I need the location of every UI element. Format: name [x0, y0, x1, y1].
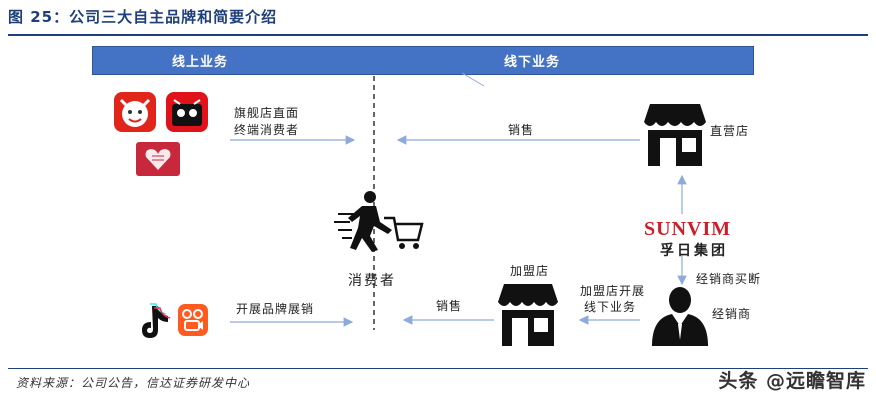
franchise-dev-line2: 线下业务: [584, 300, 637, 314]
jd-icon: [114, 92, 156, 132]
store-icon: [498, 284, 558, 346]
source-note: 资料来源：公司公告，信达证券研发中心: [16, 376, 251, 390]
franchise-label: 加盟店: [510, 264, 550, 278]
business-band: [92, 46, 754, 75]
consumer-label: 消费者: [348, 273, 396, 289]
flagship-label-line1: 旗舰店直面: [234, 106, 300, 120]
sales-label-top: 销售: [508, 123, 535, 137]
franchise-dev-line1: 加盟店开展: [580, 284, 646, 298]
flagship-label-line2: 终端消费者: [234, 123, 300, 137]
title-rule: [8, 34, 868, 36]
brand-logo-cn: 孚日集团: [660, 243, 728, 259]
sales-label-bottom: 销售: [436, 299, 463, 313]
kuaishou-icon: [178, 304, 208, 336]
dealer-label: 经销商: [712, 307, 752, 321]
band-tick-line: [461, 72, 485, 87]
source-rule: [8, 368, 868, 369]
shopper-icon: [334, 191, 424, 252]
watermark-text: 头条 @远瞻智库: [718, 370, 866, 392]
tiktok-icon: [142, 303, 171, 338]
offline-band-label: 线下业务: [504, 55, 561, 70]
vip-icon: [136, 142, 180, 176]
businessman-icon: [652, 287, 708, 346]
online-band-label: 线上业务: [172, 55, 229, 70]
direct-store-label: 直营店: [710, 124, 750, 138]
brand-logo-en: SUNVIM: [644, 218, 732, 240]
dealer-buyout-label: 经销商买断: [696, 272, 762, 286]
tmall-icon: [166, 92, 208, 132]
brand-promo-label: 开展品牌展销: [236, 302, 315, 316]
figure-title: 图 25：公司三大自主品牌和简要介绍: [8, 8, 278, 26]
store-icon: [644, 104, 706, 166]
